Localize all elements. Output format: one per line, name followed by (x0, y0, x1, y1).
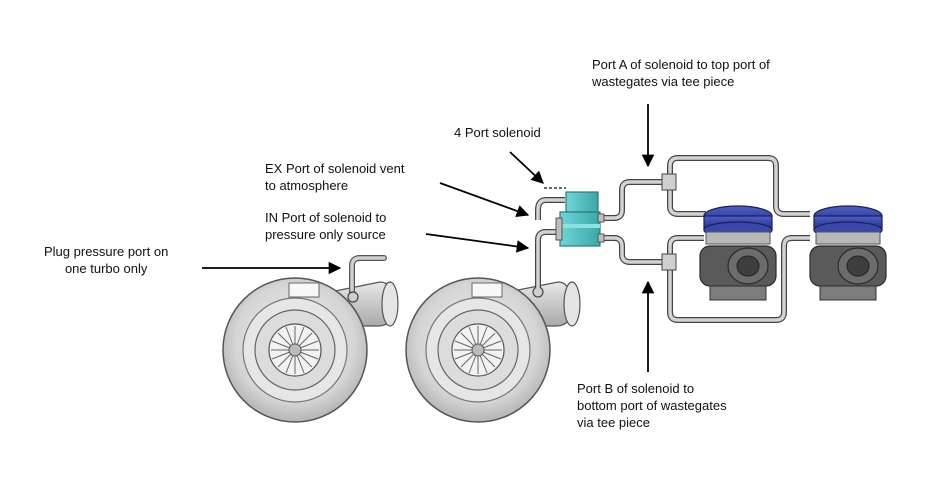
label-solenoid: 4 Port solenoid (454, 125, 541, 140)
turbo-left (222, 255, 399, 423)
label-port-b: Port B of solenoid to bottom port of was… (577, 381, 727, 430)
label-port-a: Port A of solenoid to top port of wasteg… (592, 57, 770, 89)
label-plug-pressure-port: Plug pressure port on one turbo only (44, 244, 169, 276)
arrow-ex-port (439, 182, 530, 218)
wastegate-plumbing (661, 155, 810, 323)
turbo-right (405, 277, 581, 423)
solenoid-plumbing (535, 179, 666, 288)
wastegate-right (809, 205, 887, 301)
arrow-solenoid (509, 151, 544, 184)
label-ex-port: EX Port of solenoid vent to atmosphere (265, 161, 405, 193)
four-port-solenoid (544, 187, 605, 247)
arrow-in-port (425, 233, 530, 253)
wastegate-left (699, 205, 777, 301)
label-in-port: IN Port of solenoid to pressure only sou… (265, 210, 387, 242)
callout-arrows (202, 104, 655, 372)
